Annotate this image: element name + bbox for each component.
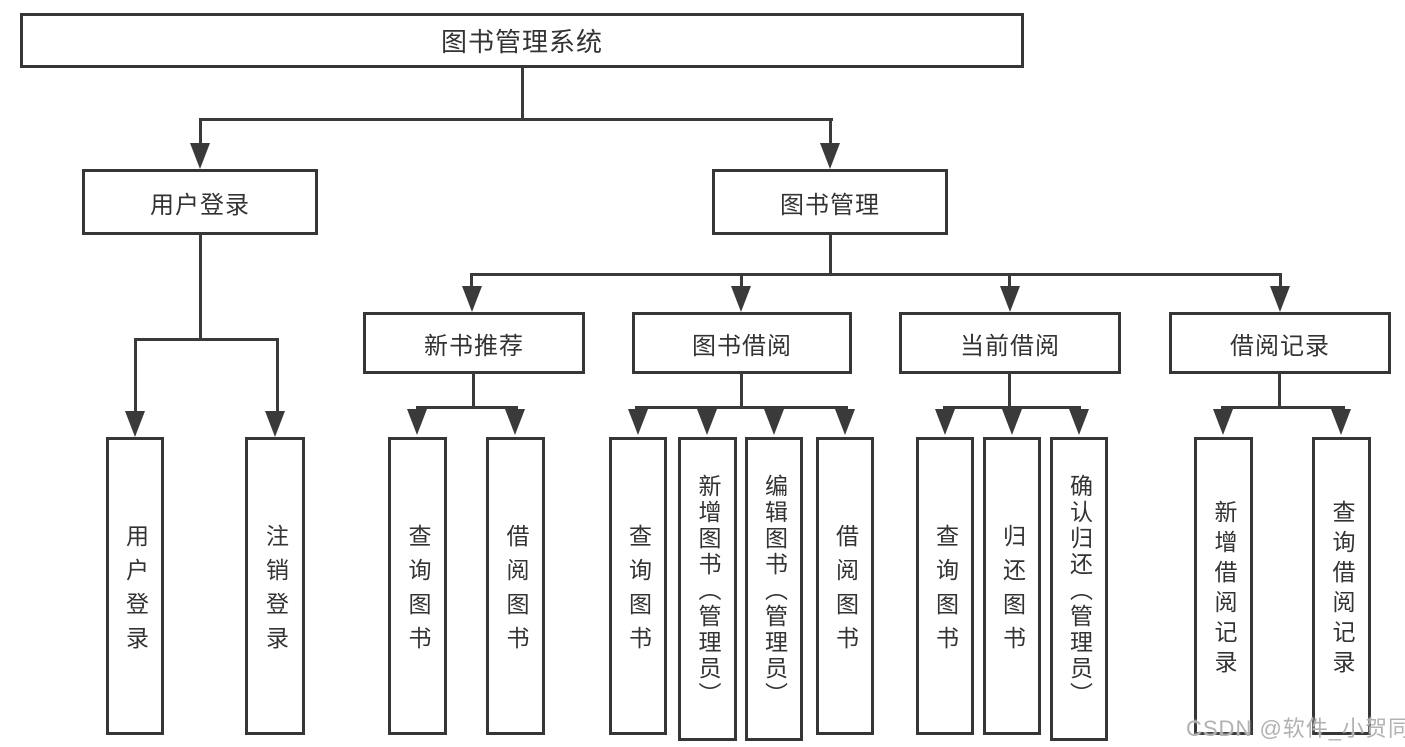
connector-records-stem [1278,373,1281,409]
node-label: 图书借阅 [692,332,792,360]
node-label: 用户登录 [150,191,250,219]
connector-level2-rail [199,118,833,121]
connector-root-stem [521,67,524,121]
connector-drop-leaf-logout [276,338,279,413]
leaf-label: 新增图书（管理员） [695,473,721,708]
node-borrowing-records: 借阅记录 [1169,312,1391,374]
connector-recommend-rail [416,406,518,409]
connector-borrowing-rail [635,406,848,409]
node-label: 图书管理系统 [440,27,603,57]
leaf-borrow-books: 借阅图书 [816,437,874,735]
connector-current-stem [1008,373,1011,409]
arrow-down-icon [820,143,840,169]
leaf-add-books-admin: 新增图书（管理员） [678,437,737,741]
node-current-borrowing: 当前借阅 [899,312,1121,374]
leaf-label: 注销登录 [262,523,289,660]
connector-drop-borrowing [740,273,743,290]
node-label: 当前借阅 [960,332,1060,360]
leaf-logout: 注销登录 [245,437,305,735]
leaf-label: 查询图书 [405,523,431,660]
connector-drop-current [1008,273,1011,290]
leaf-edit-books-admin: 编辑图书（管理员） [745,437,803,741]
arrow-down-icon [935,409,955,435]
arrow-down-icon [1069,409,1089,435]
connector-drop-user-login [199,118,202,146]
node-library-management-system: 图书管理系统 [20,13,1024,68]
leaf-add-borrow-record: 新增借阅记录 [1194,437,1253,735]
arrow-down-icon [462,286,482,312]
connector-current-rail [943,406,1081,409]
arrow-down-icon [697,409,717,435]
leaf-query-books-recommend: 查询图书 [388,437,447,735]
leaf-query-books-borrow: 查询图书 [609,437,667,735]
leaf-user-login: 用户登录 [106,437,164,735]
node-user-login: 用户登录 [82,169,318,235]
arrow-down-icon [1270,286,1290,312]
connector-drop-leaf-login [134,338,137,413]
node-label: 新书推荐 [424,332,524,360]
connector-user-login-rail [134,338,279,341]
arrow-down-icon [505,409,525,435]
leaf-label: 查询图书 [625,523,652,660]
connector-recommend-stem [472,373,475,409]
connector-records-rail [1221,406,1345,409]
leaf-borrow-books-recommend: 借阅图书 [486,437,545,735]
node-label: 借阅记录 [1230,332,1330,360]
connector-drop-records [1279,273,1282,290]
leaf-label: 归还图书 [999,523,1026,660]
arrow-down-icon [731,286,751,312]
connector-user-login-stem [199,234,202,341]
leaf-confirm-return-admin: 确认归还（管理员） [1050,437,1108,741]
leaf-label: 确认归还（管理员） [1066,473,1093,708]
leaf-label: 查询图书 [932,523,959,660]
arrow-down-icon [764,409,784,435]
connector-book-mgmt-stem [829,234,832,276]
leaf-label: 用户登录 [122,523,149,660]
node-book-management: 图书管理 [712,169,948,235]
arrow-down-icon [265,411,285,437]
leaf-label: 借阅图书 [832,523,859,660]
arrow-down-icon [628,409,648,435]
leaf-query-borrow-record: 查询借阅记录 [1312,437,1371,735]
connector-drop-recommend [470,273,473,290]
arrow-down-icon [1331,409,1351,435]
node-book-borrowing: 图书借阅 [632,312,852,374]
watermark: CSDN @软件_小贺同学 [1186,716,1405,741]
arrow-down-icon [125,411,145,437]
leaf-query-books-current: 查询图书 [916,437,974,735]
leaf-label: 查询借阅记录 [1329,499,1355,680]
leaf-label: 编辑图书（管理员） [761,473,788,708]
arrow-down-icon [407,409,427,435]
arrow-down-icon [1002,409,1022,435]
node-label: 图书管理 [780,191,880,219]
node-new-book-recommendation: 新书推荐 [363,312,585,374]
arrow-down-icon [1213,409,1233,435]
arrow-down-icon [1000,286,1020,312]
leaf-return-books: 归还图书 [983,437,1041,735]
leaf-label: 新增借阅记录 [1211,499,1237,680]
connector-borrowing-stem [740,373,743,409]
connector-level3-rail [470,273,1282,276]
arrow-down-icon [190,143,210,169]
connector-drop-book-management [829,118,832,146]
leaf-label: 借阅图书 [503,523,529,660]
arrow-down-icon [835,409,855,435]
